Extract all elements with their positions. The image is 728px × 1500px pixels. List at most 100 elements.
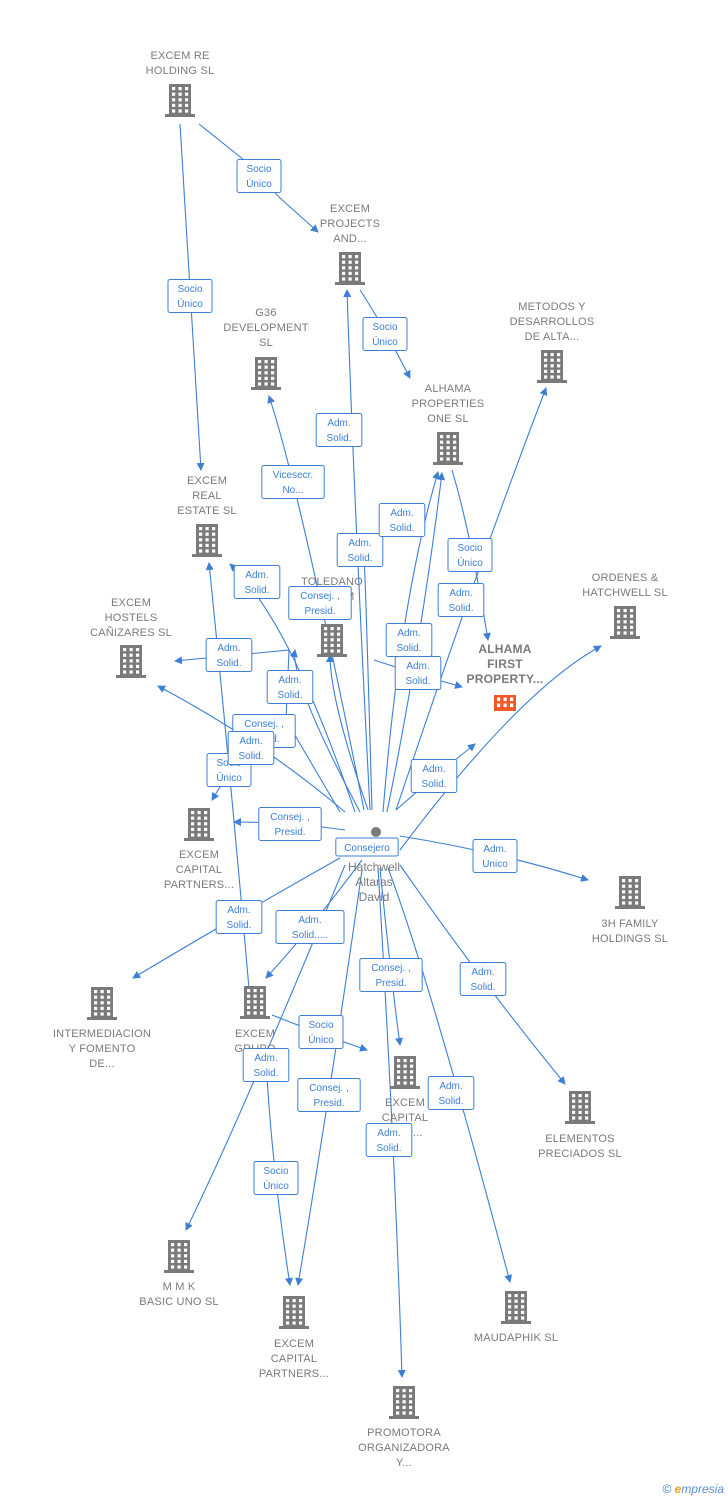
relation-label-r12[interactable]: Adm.Solid. [205,638,253,672]
company-nodes-layer: EXCEM RE HOLDING SL EXCEMPROJECTSAND...G36… [53,50,668,1469]
relation-label-text: Adm. [397,628,420,639]
relation-label-r9[interactable]: Adm.Solid. [437,583,485,617]
company-name-line: HOLDING SL [146,65,215,77]
building-icon[interactable] [184,808,214,841]
relation-label-r26[interactable]: Adm.Solid. [459,962,507,996]
company-node-excem-cp-bottom[interactable]: EXCEMCAPITALPARTNERS... [259,1296,329,1380]
building-icon[interactable] [317,624,347,657]
company-node-excem-cp-left[interactable]: EXCEMCAPITALPARTNERS... [164,808,234,891]
building-icon[interactable] [537,350,567,383]
company-node-excem-re-holding[interactable]: EXCEM RE HOLDING SL [146,50,215,117]
building-icon[interactable] [610,606,640,639]
relation-label-r19[interactable]: Adm.Solid. [227,731,275,765]
relation-label-text: Adm. [422,764,445,775]
building-icon[interactable] [433,432,463,465]
building-icon[interactable] [251,357,281,390]
building-icon[interactable] [240,986,270,1019]
building-icon[interactable] [165,84,195,117]
company-node-maudaphik[interactable]: MAUDAPHIK SL [474,1291,558,1344]
relation-label-r4[interactable]: Adm.Solid. [315,413,363,447]
building-icon[interactable] [501,1291,531,1324]
person-name-line: Altaras [355,875,392,889]
company-name-line: Y FOMENTO [69,1043,136,1055]
relation-label-r17[interactable]: Adm.Solid. [410,759,458,793]
relation-label-r24[interactable]: Adm.Solid..... [275,910,345,944]
company-node-ordenes[interactable]: ORDENES &HATCHWELL SL [582,572,668,639]
company-name-line: EXCEM [235,1028,275,1040]
building-icon[interactable] [335,252,365,285]
relation-label-text: Solid. [253,1068,278,1079]
footer-brand: © empresia [662,1482,724,1496]
building-icon[interactable] [192,524,222,557]
relation-label-text: Solid. [405,676,430,687]
relation-label-text: Presid. [274,827,305,838]
company-name-line: Y... [396,1457,412,1469]
company-node-excem-projects[interactable]: EXCEMPROJECTSAND... [320,203,380,285]
building-icon[interactable] [87,987,117,1020]
relation-label-r7[interactable]: Adm.Solid. [378,503,426,537]
person-icon [371,827,381,837]
relation-label-text: Solid. [438,1096,463,1107]
company-name-line: EXCEM RE [150,50,209,62]
company-name-line: DE ALTA... [525,331,580,343]
relation-label-text: Único [372,335,398,348]
relation-label-r14[interactable]: Adm.Solid. [394,656,442,690]
building-icon[interactable] [164,1240,194,1273]
relation-label-r13[interactable]: Adm.Solid. [385,623,433,657]
company-name-line: 3H FAMILY [601,918,659,930]
relation-label-r25[interactable]: Consej. ,Presid. [359,958,423,992]
relation-label-text: Adm. [239,736,262,747]
relation-label-text: Consej. , [244,719,283,730]
building-icon[interactable] [116,645,146,678]
relation-label-text: Adm. [278,675,301,686]
relation-label-r20[interactable]: Consej. ,Presid. [258,807,322,841]
company-node-alhama-first[interactable]: ALHAMAFIRSTPROPERTY... [467,642,544,711]
company-name-line: DEVELOPMENT [223,322,308,334]
company-name-line: ALHAMA [425,383,472,395]
relation-label-r29[interactable]: Consej. ,Presid. [297,1078,361,1112]
focus-building-icon[interactable] [494,695,516,711]
relation-label-text: Solid. [347,553,372,564]
building-icon[interactable] [565,1091,595,1124]
relation-label-r22[interactable]: Adm.Unico [472,839,518,873]
brand-logo-text: mpresia [681,1482,724,1496]
relation-label-r15[interactable]: Adm.Solid. [266,670,314,704]
relation-label-r28[interactable]: Adm.Solid. [242,1048,290,1082]
building-icon[interactable] [390,1056,420,1089]
relation-label-r6[interactable]: Adm.Solid. [336,533,384,567]
building-icon[interactable] [615,876,645,909]
relation-label-r23[interactable]: Adm.Solid. [215,900,263,934]
relation-label-r21[interactable]: Consejero [335,837,399,857]
building-icon[interactable] [279,1296,309,1329]
relation-label-r5[interactable]: Vicesecr.No... [261,465,325,499]
relation-label-text: Solid. [226,920,251,931]
relation-label-r11[interactable]: Adm.Solid. [233,565,281,599]
company-node-promotora[interactable]: PROMOTORAORGANIZADORAY... [358,1386,450,1469]
relation-label-r31[interactable]: Adm.Solid. [365,1123,413,1157]
relation-label-r30[interactable]: Adm.Solid. [427,1076,475,1110]
relation-label-text: Unico [482,859,508,870]
relation-label-text: Único [457,556,483,569]
relation-label-r10[interactable]: Consej. ,Presid. [288,586,352,620]
relation-label-text: Socio [246,164,271,175]
building-icon[interactable] [389,1386,419,1419]
brand-logo-initial: e [674,1482,682,1496]
relation-label-text: Consej. , [309,1083,348,1094]
company-name-line: ESTATE SL [177,505,236,517]
